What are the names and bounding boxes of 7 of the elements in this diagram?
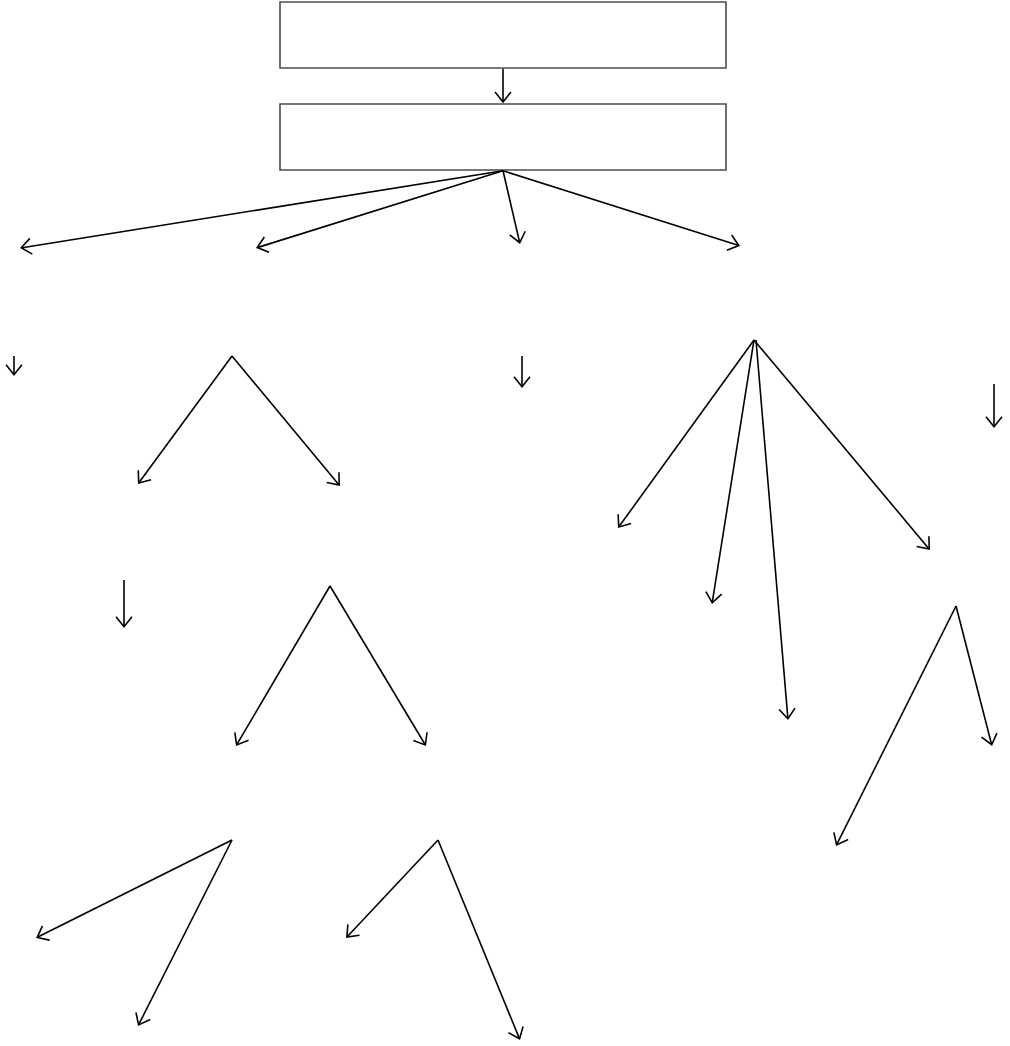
arrow: [256, 170, 504, 254]
arrow: [502, 170, 527, 244]
empty-box: [279, 103, 727, 171]
arrow: [502, 170, 740, 251]
arrow: [20, 170, 504, 255]
arrow: [494, 68, 512, 104]
empty-box: [279, 1, 727, 69]
